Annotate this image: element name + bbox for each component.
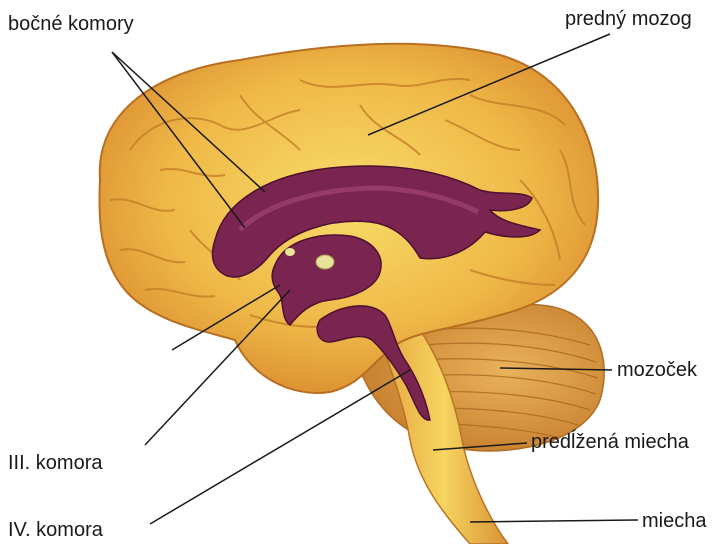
label-iii-komora: III. komora <box>8 453 102 473</box>
foramen-spot <box>285 248 295 256</box>
label-predlzena-miecha: predĺžená miecha <box>531 432 689 452</box>
label-iv-komora: IV. komora <box>8 520 103 540</box>
label-mozocek: mozoček <box>617 360 697 380</box>
leader-miecha <box>470 520 638 522</box>
leader-iv-komora <box>150 370 410 524</box>
label-bocne-komory: bočné komory <box>8 14 134 34</box>
interthalamic-adhesion <box>316 255 334 269</box>
label-miecha: miecha <box>642 511 706 531</box>
label-predny-mozog: predný mozog <box>565 9 692 29</box>
